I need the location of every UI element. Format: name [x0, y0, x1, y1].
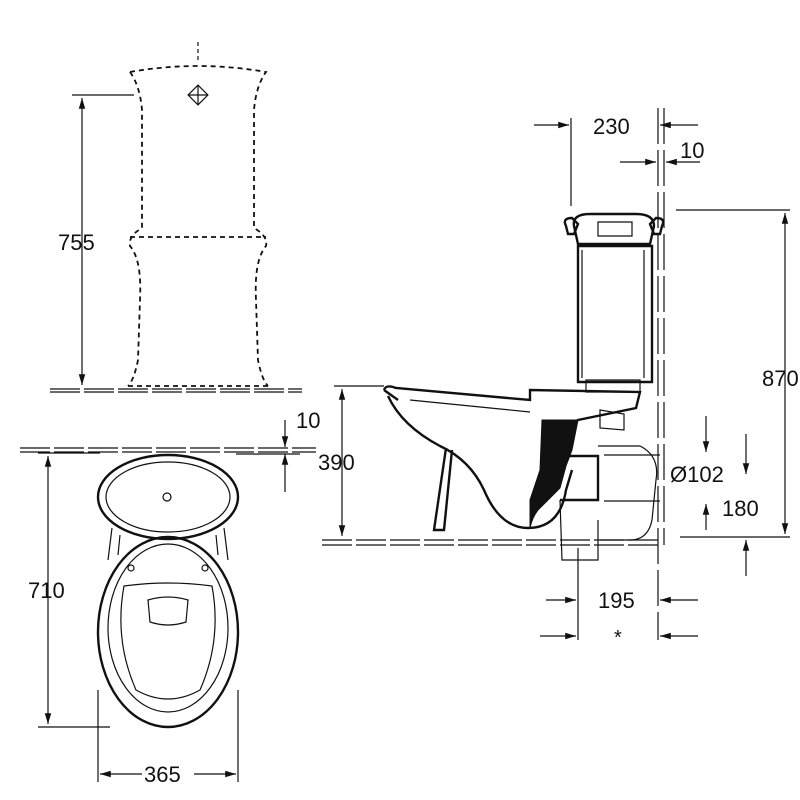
dim-230: 230	[534, 114, 698, 206]
dim-102-label: Ø102	[670, 462, 724, 487]
dim-195: 195	[546, 548, 698, 640]
dim-710-label: 710	[28, 578, 65, 603]
dim-755: 755	[58, 94, 134, 385]
dim-180: 180	[722, 496, 759, 576]
dim-180-label: 180	[722, 496, 759, 521]
dim-195-label: 195	[598, 588, 635, 613]
dim-365: 365	[97, 690, 239, 787]
dim-asterisk: *	[540, 627, 698, 649]
dim-10-left-label: 10	[296, 408, 320, 433]
toilet-plan-view	[96, 453, 240, 729]
dim-390-label: 390	[318, 450, 355, 475]
toilet-side-view	[382, 212, 665, 561]
dim-870: 870	[676, 209, 799, 538]
dim-10-left: 10	[236, 408, 320, 492]
dim-102: Ø102	[604, 416, 750, 530]
dim-10-right-label: 10	[680, 138, 704, 163]
dim-365-label: 365	[144, 762, 181, 787]
dim-755-label: 755	[58, 230, 95, 255]
dim-390: 390	[318, 385, 384, 536]
dim-710: 710	[28, 452, 110, 728]
flush-button-icon	[187, 84, 209, 106]
dim-asterisk-label: *	[614, 627, 622, 649]
cistern-front-view	[127, 42, 269, 387]
dim-870-label: 870	[762, 366, 799, 391]
dim-10-right: 10	[620, 138, 704, 166]
dim-230-label: 230	[593, 114, 630, 139]
